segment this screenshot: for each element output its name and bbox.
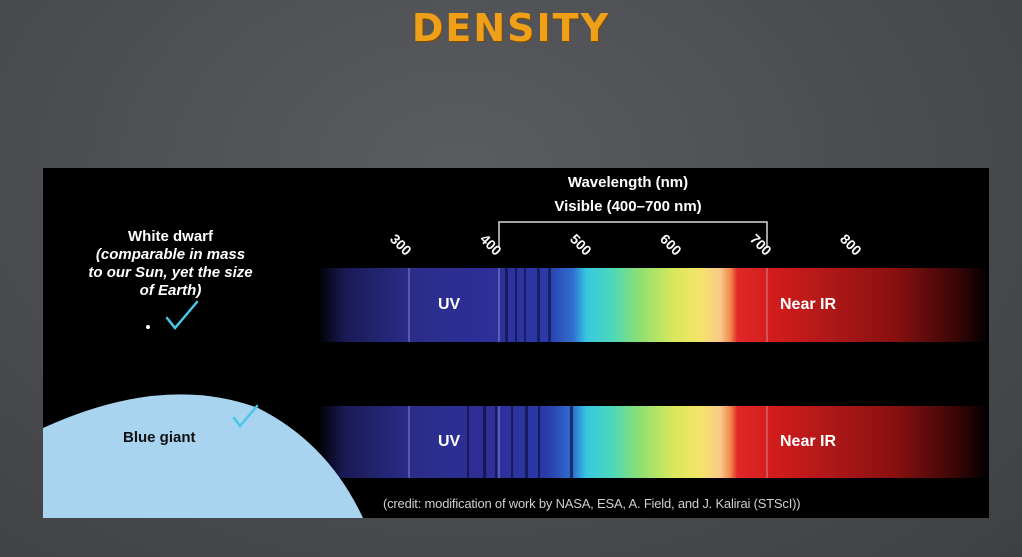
visible-range-bracket <box>498 221 768 248</box>
visible-range-label: Visible (400–700 nm) <box>554 198 702 215</box>
uv-label-top: UV <box>438 296 461 313</box>
blue-giant-spectrum <box>318 406 989 478</box>
slide-title: DENSITY <box>411 6 611 50</box>
check-mark-icon <box>165 300 199 330</box>
axis-title: Wavelength (nm) <box>567 174 689 191</box>
white-dwarf-star <box>146 325 150 329</box>
spectra-graphic <box>43 221 989 518</box>
credit-text: (credit: modification of work by NASA, E… <box>383 496 801 511</box>
tick-lines <box>408 268 768 478</box>
white-dwarf-absorption-lines <box>505 268 551 342</box>
blue-giant-absorption-lines <box>467 406 573 478</box>
white-dwarf-desc-1: (comparable in mass <box>95 246 246 263</box>
blue-giant-label: Blue giant <box>123 429 196 446</box>
white-dwarf-spectrum <box>318 268 989 342</box>
spectrum-figure: Wavelength (nm) Visible (400–700 nm) 300… <box>43 168 989 518</box>
near-ir-label-bottom: Near IR <box>780 433 837 450</box>
white-dwarf-desc-2: to our Sun, yet the size <box>88 264 253 281</box>
white-dwarf-label: White dwarf (comparable in mass to our S… <box>43 228 298 300</box>
blue-giant-star <box>43 394 363 518</box>
white-dwarf-desc-3: of Earth) <box>139 282 202 299</box>
check-mark-icon <box>232 404 259 429</box>
near-ir-label-top: Near IR <box>780 296 837 313</box>
uv-label-bottom: UV <box>438 433 461 450</box>
white-dwarf-title: White dwarf <box>128 228 213 245</box>
